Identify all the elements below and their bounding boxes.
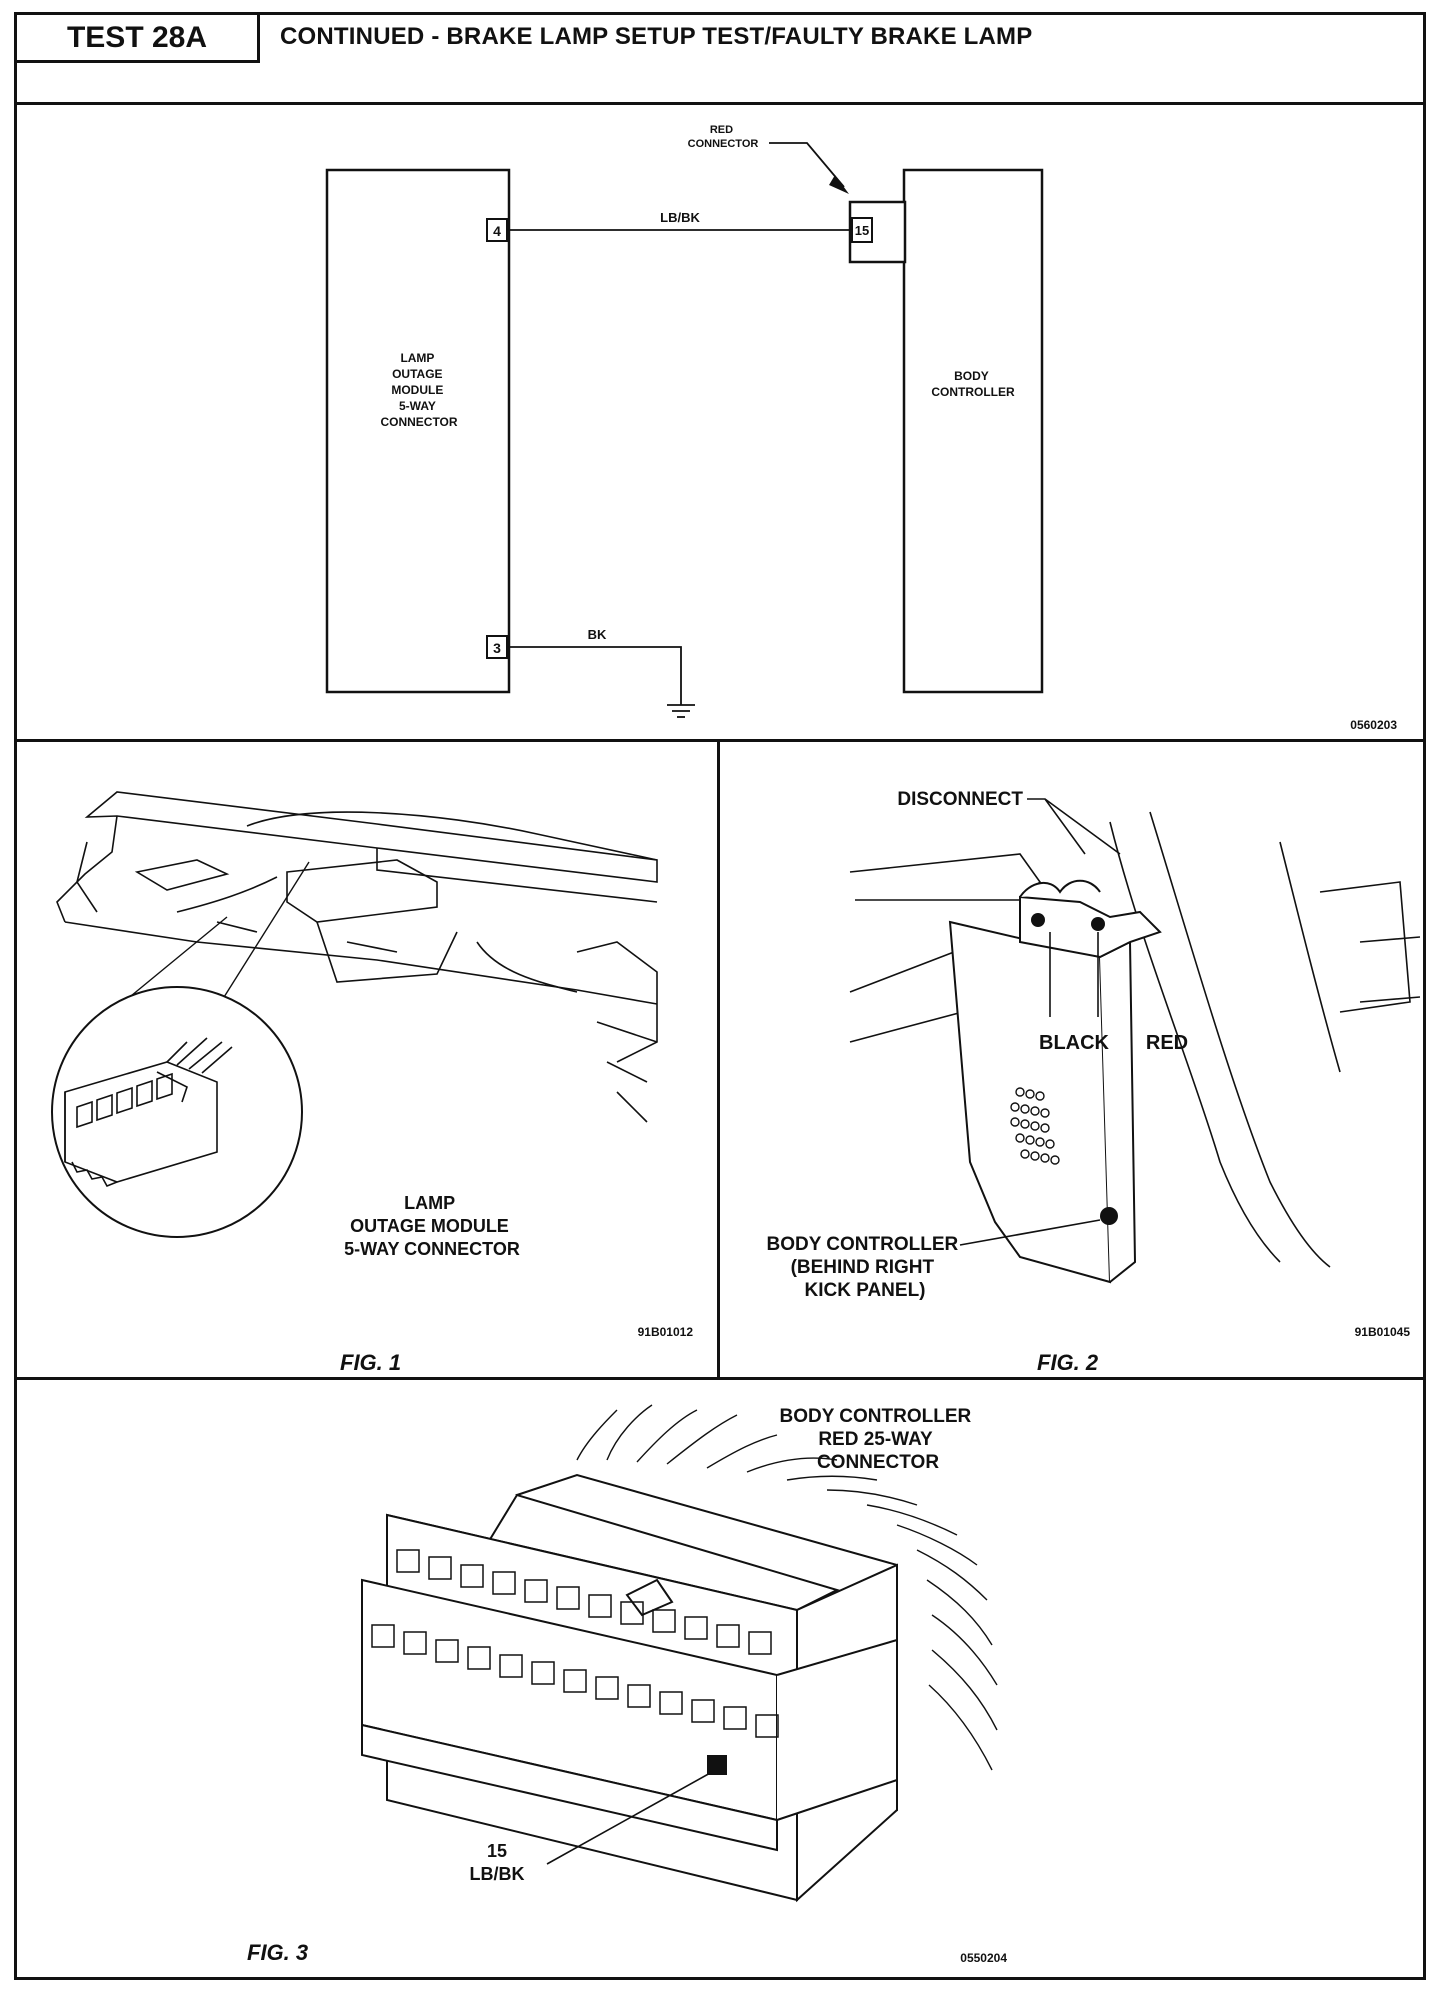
body-controller-label: BODY CONTROLLER [931,369,1015,399]
wire-bk-label: BK [588,627,607,642]
red-connector-leader [769,142,845,188]
black-connector-dot [1031,913,1045,927]
body-controller-box [902,168,1044,694]
fig1-illustration: LAMP OUTAGE MODULE 5-WAY CONNECTOR 91B01… [51,791,694,1339]
connector-body [361,1473,898,1903]
vent-holes [1010,1087,1060,1165]
schematic-panel: LAMP OUTAGE MODULE 5-WAY CONNECTOR 4 3 B… [17,105,1423,742]
fig3-caption: FIG. 3 [247,1940,309,1965]
connector-wires [576,1404,998,1771]
lamp-outage-module-label: LAMP OUTAGE MODULE 5-WAY CONNECTOR [380,351,457,429]
pin-15-callout: 15 [487,1841,507,1861]
lamp-outage-module-callout: LAMP OUTAGE MODULE 5-WAY CONNECTOR [344,1193,520,1259]
fig2-code: 91B01045 [1355,1325,1411,1339]
fig2-caption: FIG. 2 [1037,1350,1099,1375]
test-id: TEST 28A [17,15,260,63]
fig1-code: 91B01012 [638,1325,694,1339]
disconnect-label: DISCONNECT [897,789,1023,810]
schematic-code: 0560203 [1350,718,1397,732]
dashboard-drawing [56,791,658,1123]
fig3-illustration: BODY CONTROLLER RED 25-WAY CONNECTOR [361,1404,1007,1965]
fig3-title: BODY CONTROLLER RED 25-WAY CONNECTOR [779,1406,976,1473]
ground-symbol [667,704,695,718]
fig3-code: 0550204 [960,1951,1007,1965]
body-controller-drawing [948,879,1162,1284]
body-controller-callout: BODY CONTROLLER (BEHIND RIGHT KICK PANEL… [766,1234,963,1301]
five-way-connector-drawing [64,1037,233,1188]
wire-lb-bk-label: LB/BK [660,210,700,225]
fig2-panel: DISCONNECT BLACK RED BODY CONTROLLER (BE… [720,742,1423,1380]
cavity-row-upper [396,1549,772,1655]
fig3-panel: BODY CONTROLLER RED 25-WAY CONNECTOR [17,1380,1423,1977]
kick-panel-drawing [849,811,1421,1268]
pin-15-cavity [707,1755,727,1775]
header: TEST 28A CONTINUED - BRAKE LAMP SETUP TE… [17,15,1423,105]
body-controller-leader [959,1219,1101,1246]
pin-15-leader [546,1771,713,1865]
wiring-schematic: LAMP OUTAGE MODULE 5-WAY CONNECTOR 4 3 B… [325,124,1397,732]
pin-4-label: 4 [493,223,501,239]
page-title: CONTINUED - BRAKE LAMP SETUP TEST/FAULTY… [280,23,1033,50]
latch-tab [625,1578,674,1617]
red-label: RED [1146,1032,1188,1054]
wire-bk [507,646,682,705]
fig1-caption: FIG. 1 [340,1350,402,1375]
fig2-illustration: DISCONNECT BLACK RED BODY CONTROLLER (BE… [766,789,1421,1339]
controller-dot [1100,1207,1118,1225]
red-connector-arrow [829,175,849,194]
zoom-circle [51,986,303,1238]
lamp-outage-module-box [325,168,511,694]
cavity-row-lower [371,1624,779,1738]
pin-15-label: 15 [855,223,869,238]
wire-callout: LB/BK [470,1864,525,1884]
fig1-panel: LAMP OUTAGE MODULE 5-WAY CONNECTOR 91B01… [17,742,720,1380]
black-label: BLACK [1039,1032,1110,1054]
disconnect-leaders [1027,798,1121,855]
pin-3-label: 3 [493,640,501,656]
red-connector-dot [1091,917,1105,931]
page-frame: TEST 28A CONTINUED - BRAKE LAMP SETUP TE… [14,12,1426,1980]
red-connector-label: RED CONNECTOR [688,124,759,150]
